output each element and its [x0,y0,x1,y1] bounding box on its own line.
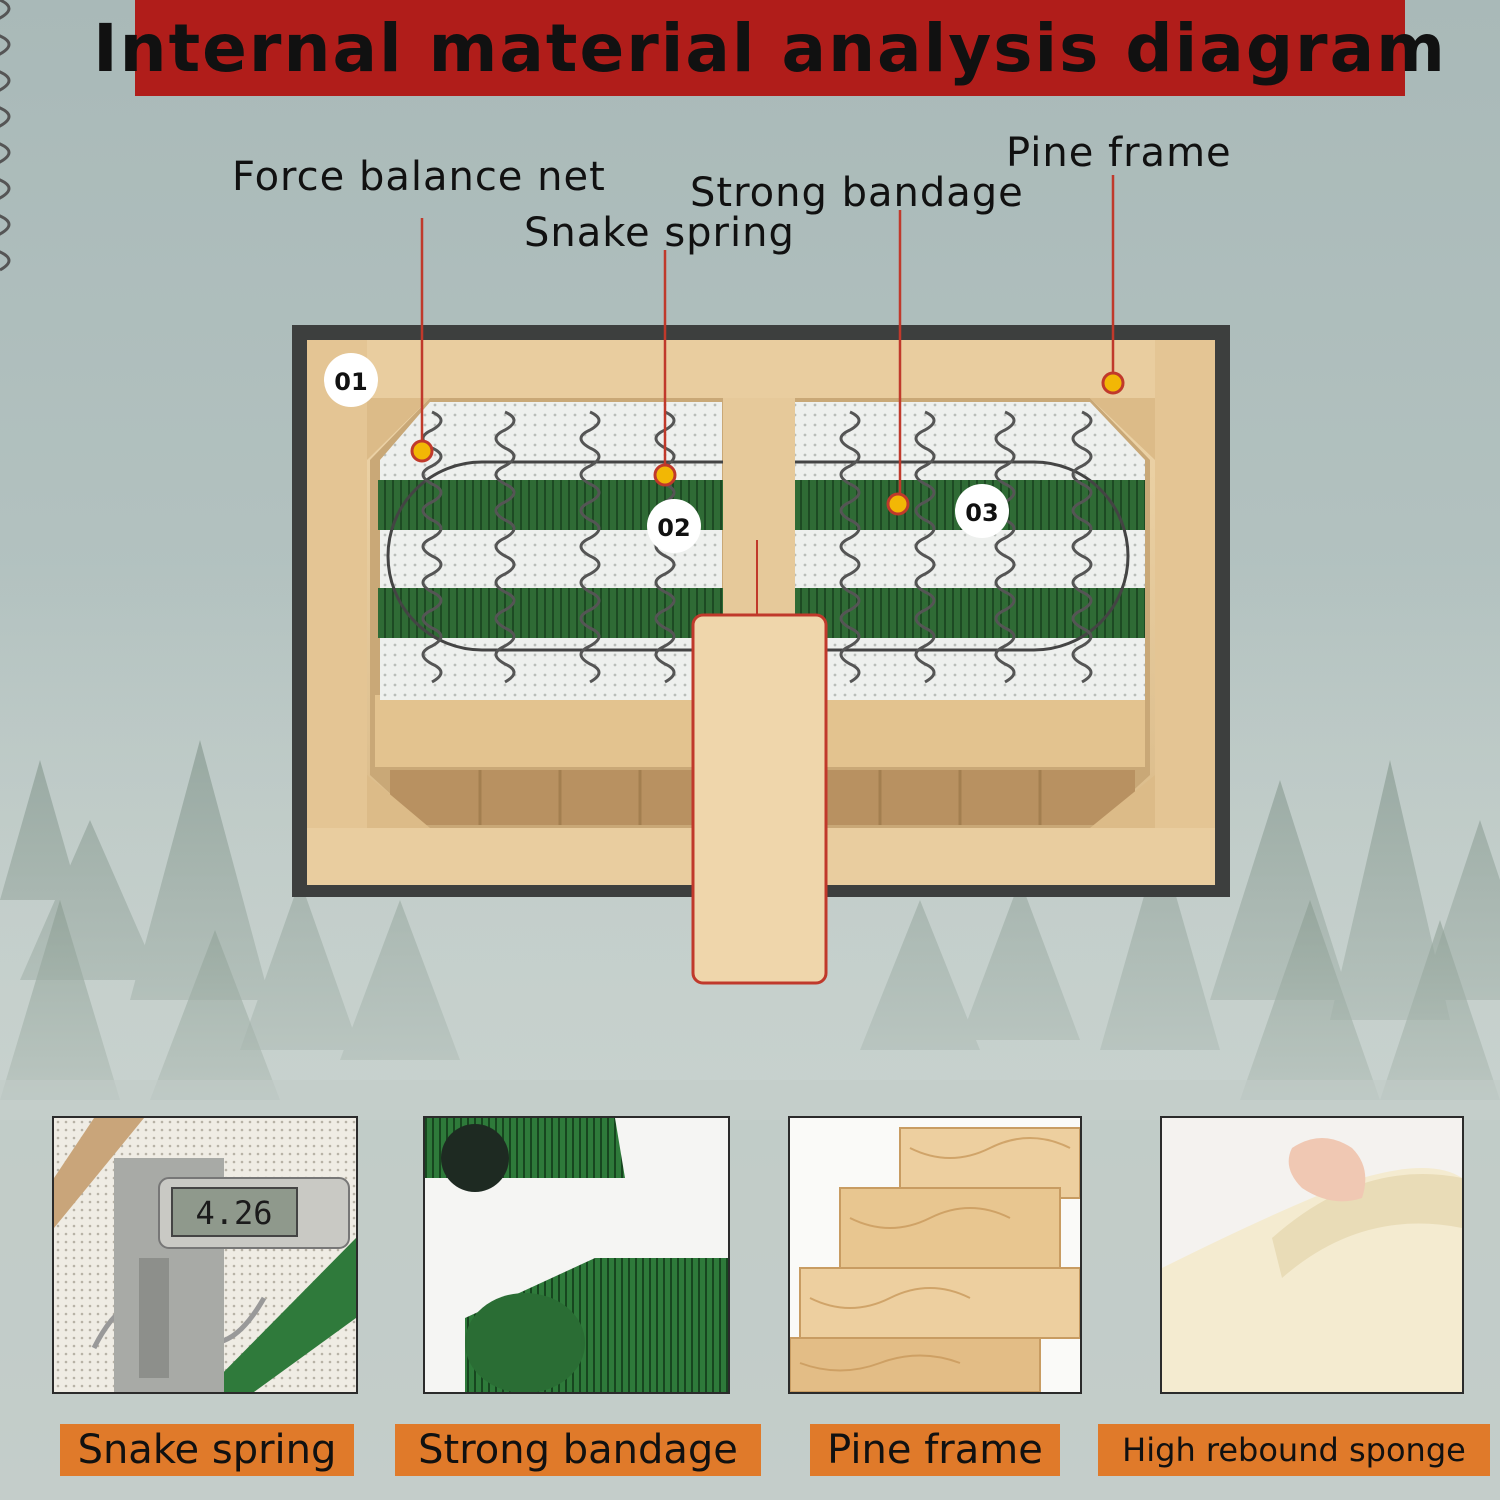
photo-strong-bandage [423,1116,730,1394]
photo-snake-spring: 4.26 [52,1116,358,1394]
number-badge-01: 01 [324,353,378,407]
photo-high-rebound-sponge [1160,1116,1464,1394]
svg-text:02: 02 [657,514,690,542]
caption-pine-frame: Pine frame [810,1424,1060,1476]
photo-pine-frame [788,1116,1082,1394]
caption-high-rebound-sponge: High rebound sponge [1098,1424,1490,1476]
svg-text:03: 03 [965,499,998,527]
title-banner: Internal material analysis diagram [93,0,1445,96]
pine-board [691,613,828,985]
label-snake-spring: Snake spring [524,210,795,256]
label-force-balance-net: Force balance net [232,154,606,200]
top-rail [307,340,1215,398]
caption-strong-bandage: Strong bandage [395,1424,761,1476]
left-rail [307,340,367,885]
leader-lines [420,175,1115,503]
sofa-structure-diagram: 01 02 03 [0,0,1230,985]
label-pine-frame: Pine frame [1006,130,1232,176]
right-rail [1155,340,1215,885]
number-badge-03: 03 [955,484,1009,538]
snake-springs [0,0,11,272]
caption-snake-spring: Snake spring [60,1424,354,1476]
number-badge-02: 02 [647,499,701,553]
label-strong-bandage: Strong bandage [690,170,1024,216]
marker-dots [410,371,1125,516]
svg-text:4.26: 4.26 [195,1194,272,1232]
svg-text:01: 01 [334,368,367,396]
page-title: Internal material analysis diagram [93,9,1447,87]
